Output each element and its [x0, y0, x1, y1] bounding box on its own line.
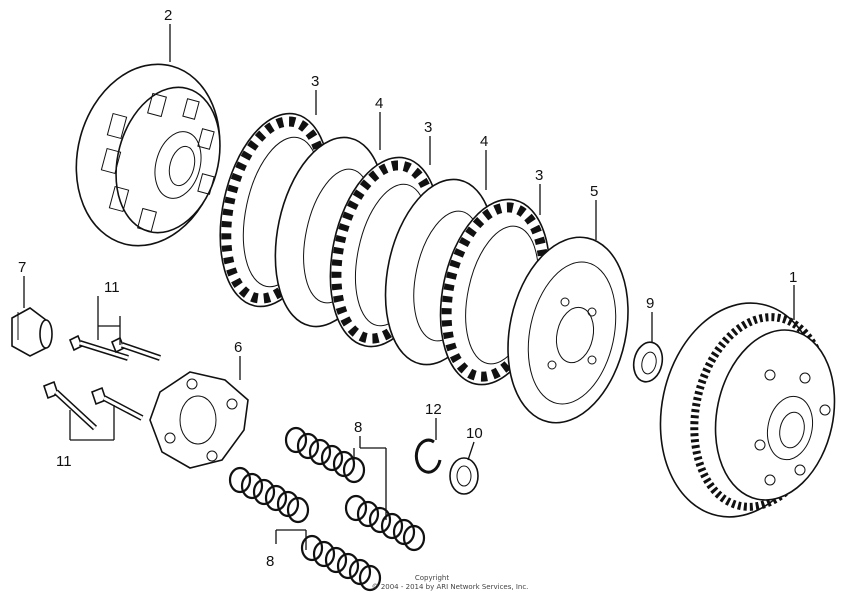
callout-2: 2 — [164, 7, 172, 24]
part-6-lifter-plate — [149, 371, 249, 469]
part-1-clutch-outer — [659, 302, 836, 518]
callout-4-b: 4 — [480, 133, 488, 150]
callout-11-b: 11 — [56, 453, 72, 470]
callout-5: 5 — [590, 183, 598, 200]
part-8-springs-upper — [284, 426, 426, 552]
callout-3-c: 3 — [535, 167, 543, 184]
part-11-bolts-lower — [43, 380, 144, 431]
callout-11-a: 11 — [104, 279, 120, 296]
callout-8-b: 8 — [266, 553, 274, 570]
callout-6: 6 — [234, 339, 242, 356]
leader-lines — [23, 24, 795, 550]
part-9-lock-washer — [632, 341, 664, 383]
part-10-washer — [449, 457, 479, 495]
part-12-circlip — [414, 438, 442, 474]
part-7-collar — [11, 307, 53, 357]
callout-8-a: 8 — [354, 419, 362, 436]
callout-9: 9 — [646, 295, 654, 312]
part-2-clutch-center — [75, 63, 221, 247]
callout-10: 10 — [466, 425, 483, 442]
copyright-line-2: © 2004 - 2014 by ARI Network Services, I… — [372, 583, 529, 591]
part-11-bolts-upper — [68, 334, 161, 361]
callout-3-b: 3 — [424, 119, 432, 136]
callout-7: 7 — [18, 259, 26, 276]
part-8-springs-lower — [228, 466, 382, 592]
copyright-line-1: Copyright — [415, 574, 449, 582]
part-5-pressure-plate — [507, 236, 629, 424]
callout-4-a: 4 — [375, 95, 383, 112]
callout-12: 12 — [425, 401, 442, 418]
callout-3-a: 3 — [311, 73, 319, 90]
callout-1: 1 — [789, 269, 797, 286]
